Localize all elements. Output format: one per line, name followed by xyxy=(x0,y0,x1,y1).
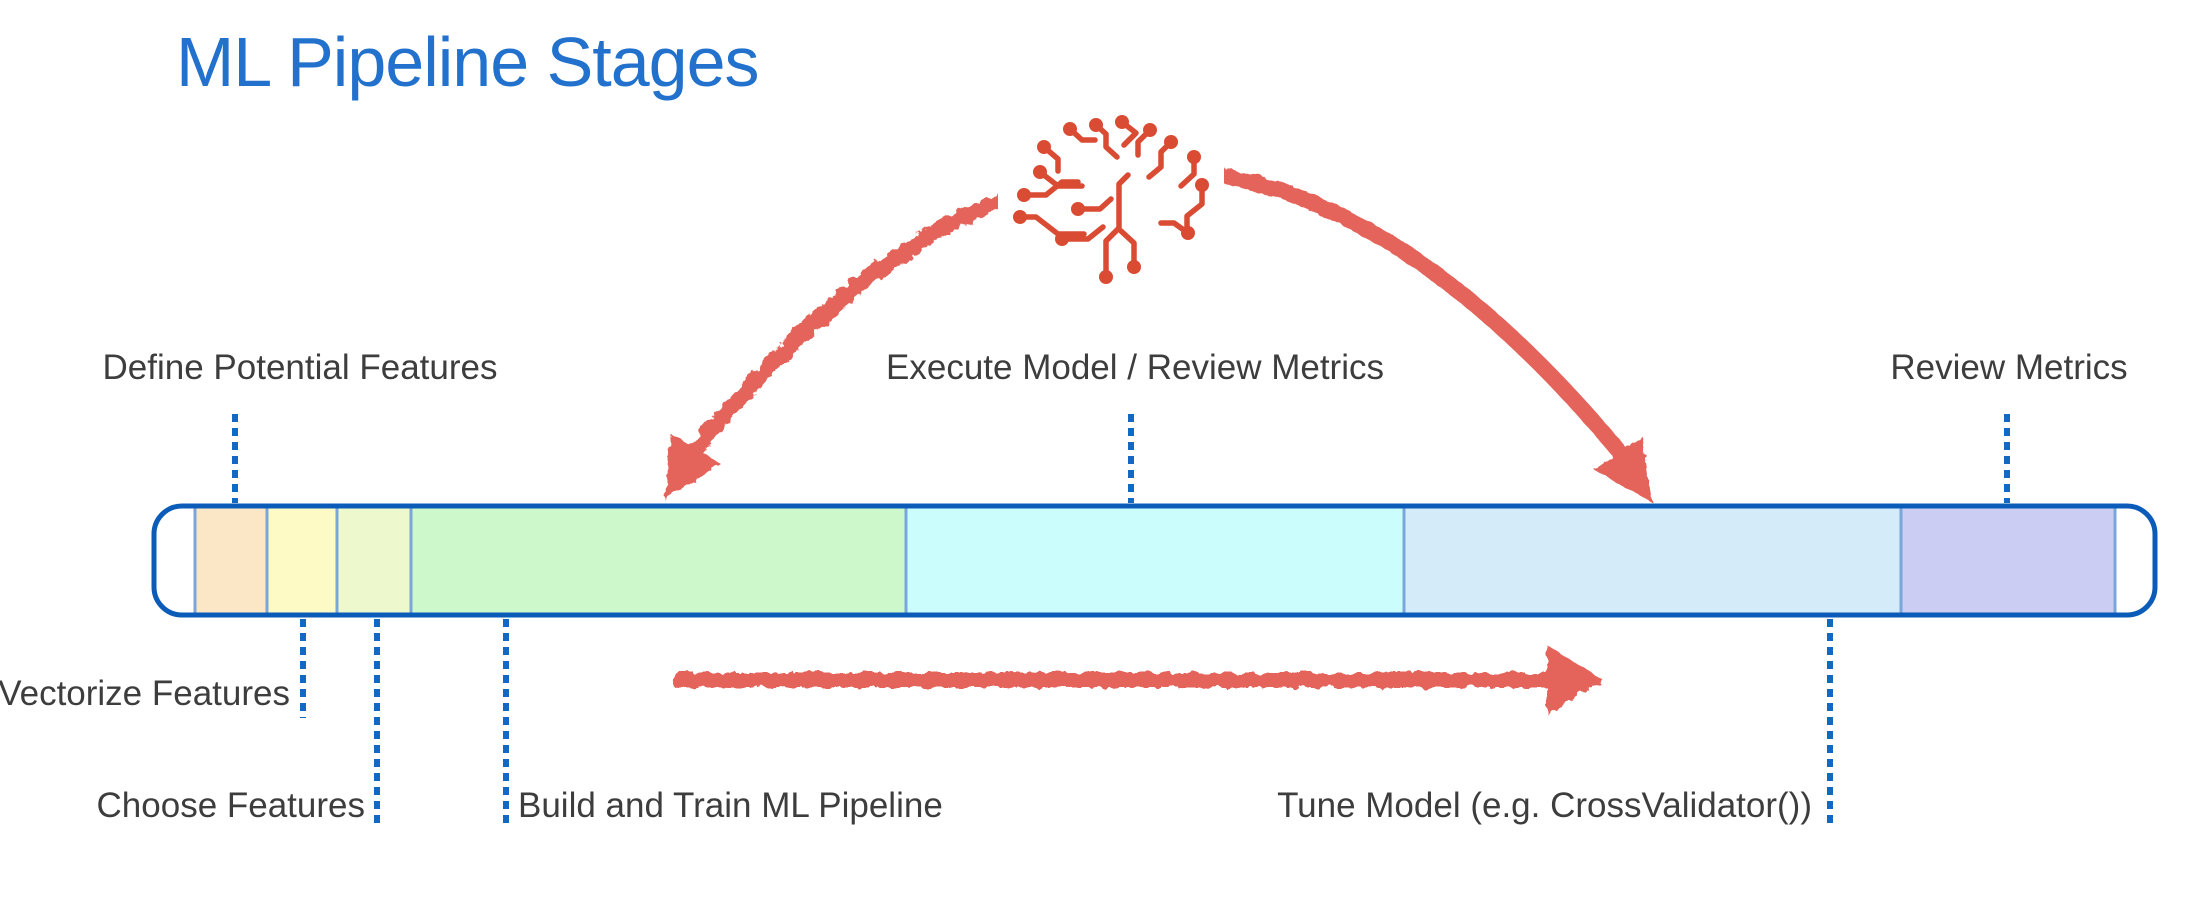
curved-arrow-right-head xyxy=(1594,436,1652,502)
pipeline-segments xyxy=(154,506,2155,615)
forward-flow-arrow xyxy=(670,645,1603,715)
page-title: ML Pipeline Stages xyxy=(176,23,760,101)
pipeline-segment-lead-in xyxy=(154,506,195,615)
label-execute-model-review-metrics: Execute Model / Review Metrics xyxy=(886,348,1384,387)
pipeline-segment-build-and-train-ml-pipeline xyxy=(411,506,906,615)
label-tune-model: Tune Model (e.g. CrossValidator()) xyxy=(1277,786,1812,825)
pipeline-segment-lead-out xyxy=(2115,506,2155,615)
pipeline-segment-define-potential-features xyxy=(195,506,267,615)
curved-arrow-left-head xyxy=(665,433,721,500)
label-choose-features: Choose Features xyxy=(96,786,365,825)
label-define-potential-features: Define Potential Features xyxy=(102,348,498,387)
label-review-metrics: Review Metrics xyxy=(1890,348,2128,387)
label-vectorize-features: Vectorize Features xyxy=(0,674,290,713)
pipeline-bar-frame xyxy=(151,503,2158,618)
label-connectors xyxy=(232,414,2010,826)
forward-arrow-head xyxy=(1547,645,1603,715)
label-build-and-train-ml-pipeline: Build and Train ML Pipeline xyxy=(518,786,943,825)
pipeline-segment-execute-model-review-metrics xyxy=(906,506,1404,615)
pipeline-segment-dividers xyxy=(193,506,2117,615)
pipeline-segment-review-metrics xyxy=(1901,506,2115,615)
pipeline-segment-tune-model xyxy=(1404,506,1901,615)
pipeline-segment-vectorize-features xyxy=(267,506,337,615)
pipeline-segment-choose-features xyxy=(337,506,411,615)
circuit-brain-icon xyxy=(998,107,1224,293)
